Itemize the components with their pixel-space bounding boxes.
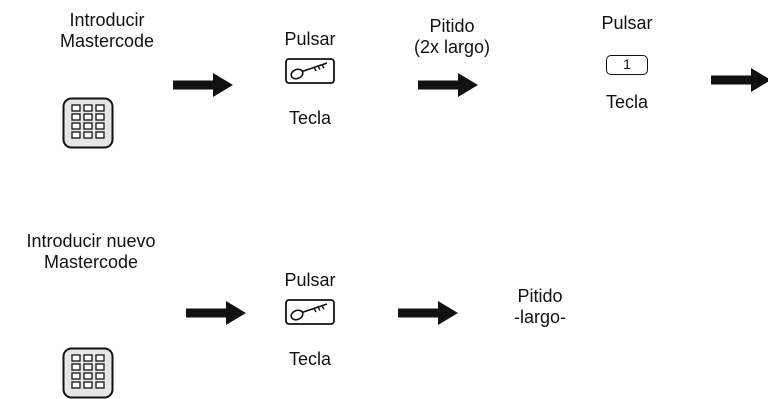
arrow-right-icon: [186, 301, 246, 325]
enter-mastercode-label: Introducir Mastercode: [59, 10, 155, 51]
key-icon: [285, 299, 335, 325]
press-label: Pulsar: [284, 270, 336, 290]
arrow-right-icon: [173, 73, 233, 97]
enter-new-mastercode-label: Introducir nuevo Mastercode: [26, 231, 156, 272]
key-label: Tecla: [288, 349, 332, 369]
key-label: Tecla: [605, 92, 649, 112]
press-label: Pulsar: [284, 29, 336, 49]
key-label: Tecla: [288, 108, 332, 128]
arrow-right-icon: [398, 301, 458, 325]
number-key-1: 1: [606, 55, 648, 75]
beep-long-label: Pitido -largo-: [513, 286, 567, 327]
keypad-icon: [62, 97, 114, 149]
keypad-icon: [62, 347, 114, 399]
arrow-right-icon: [711, 68, 768, 92]
key-icon: [285, 58, 335, 84]
arrow-right-icon: [418, 73, 478, 97]
beep-2x-long-label: Pitido (2x largo): [413, 16, 491, 57]
press-label: Pulsar: [601, 13, 653, 33]
